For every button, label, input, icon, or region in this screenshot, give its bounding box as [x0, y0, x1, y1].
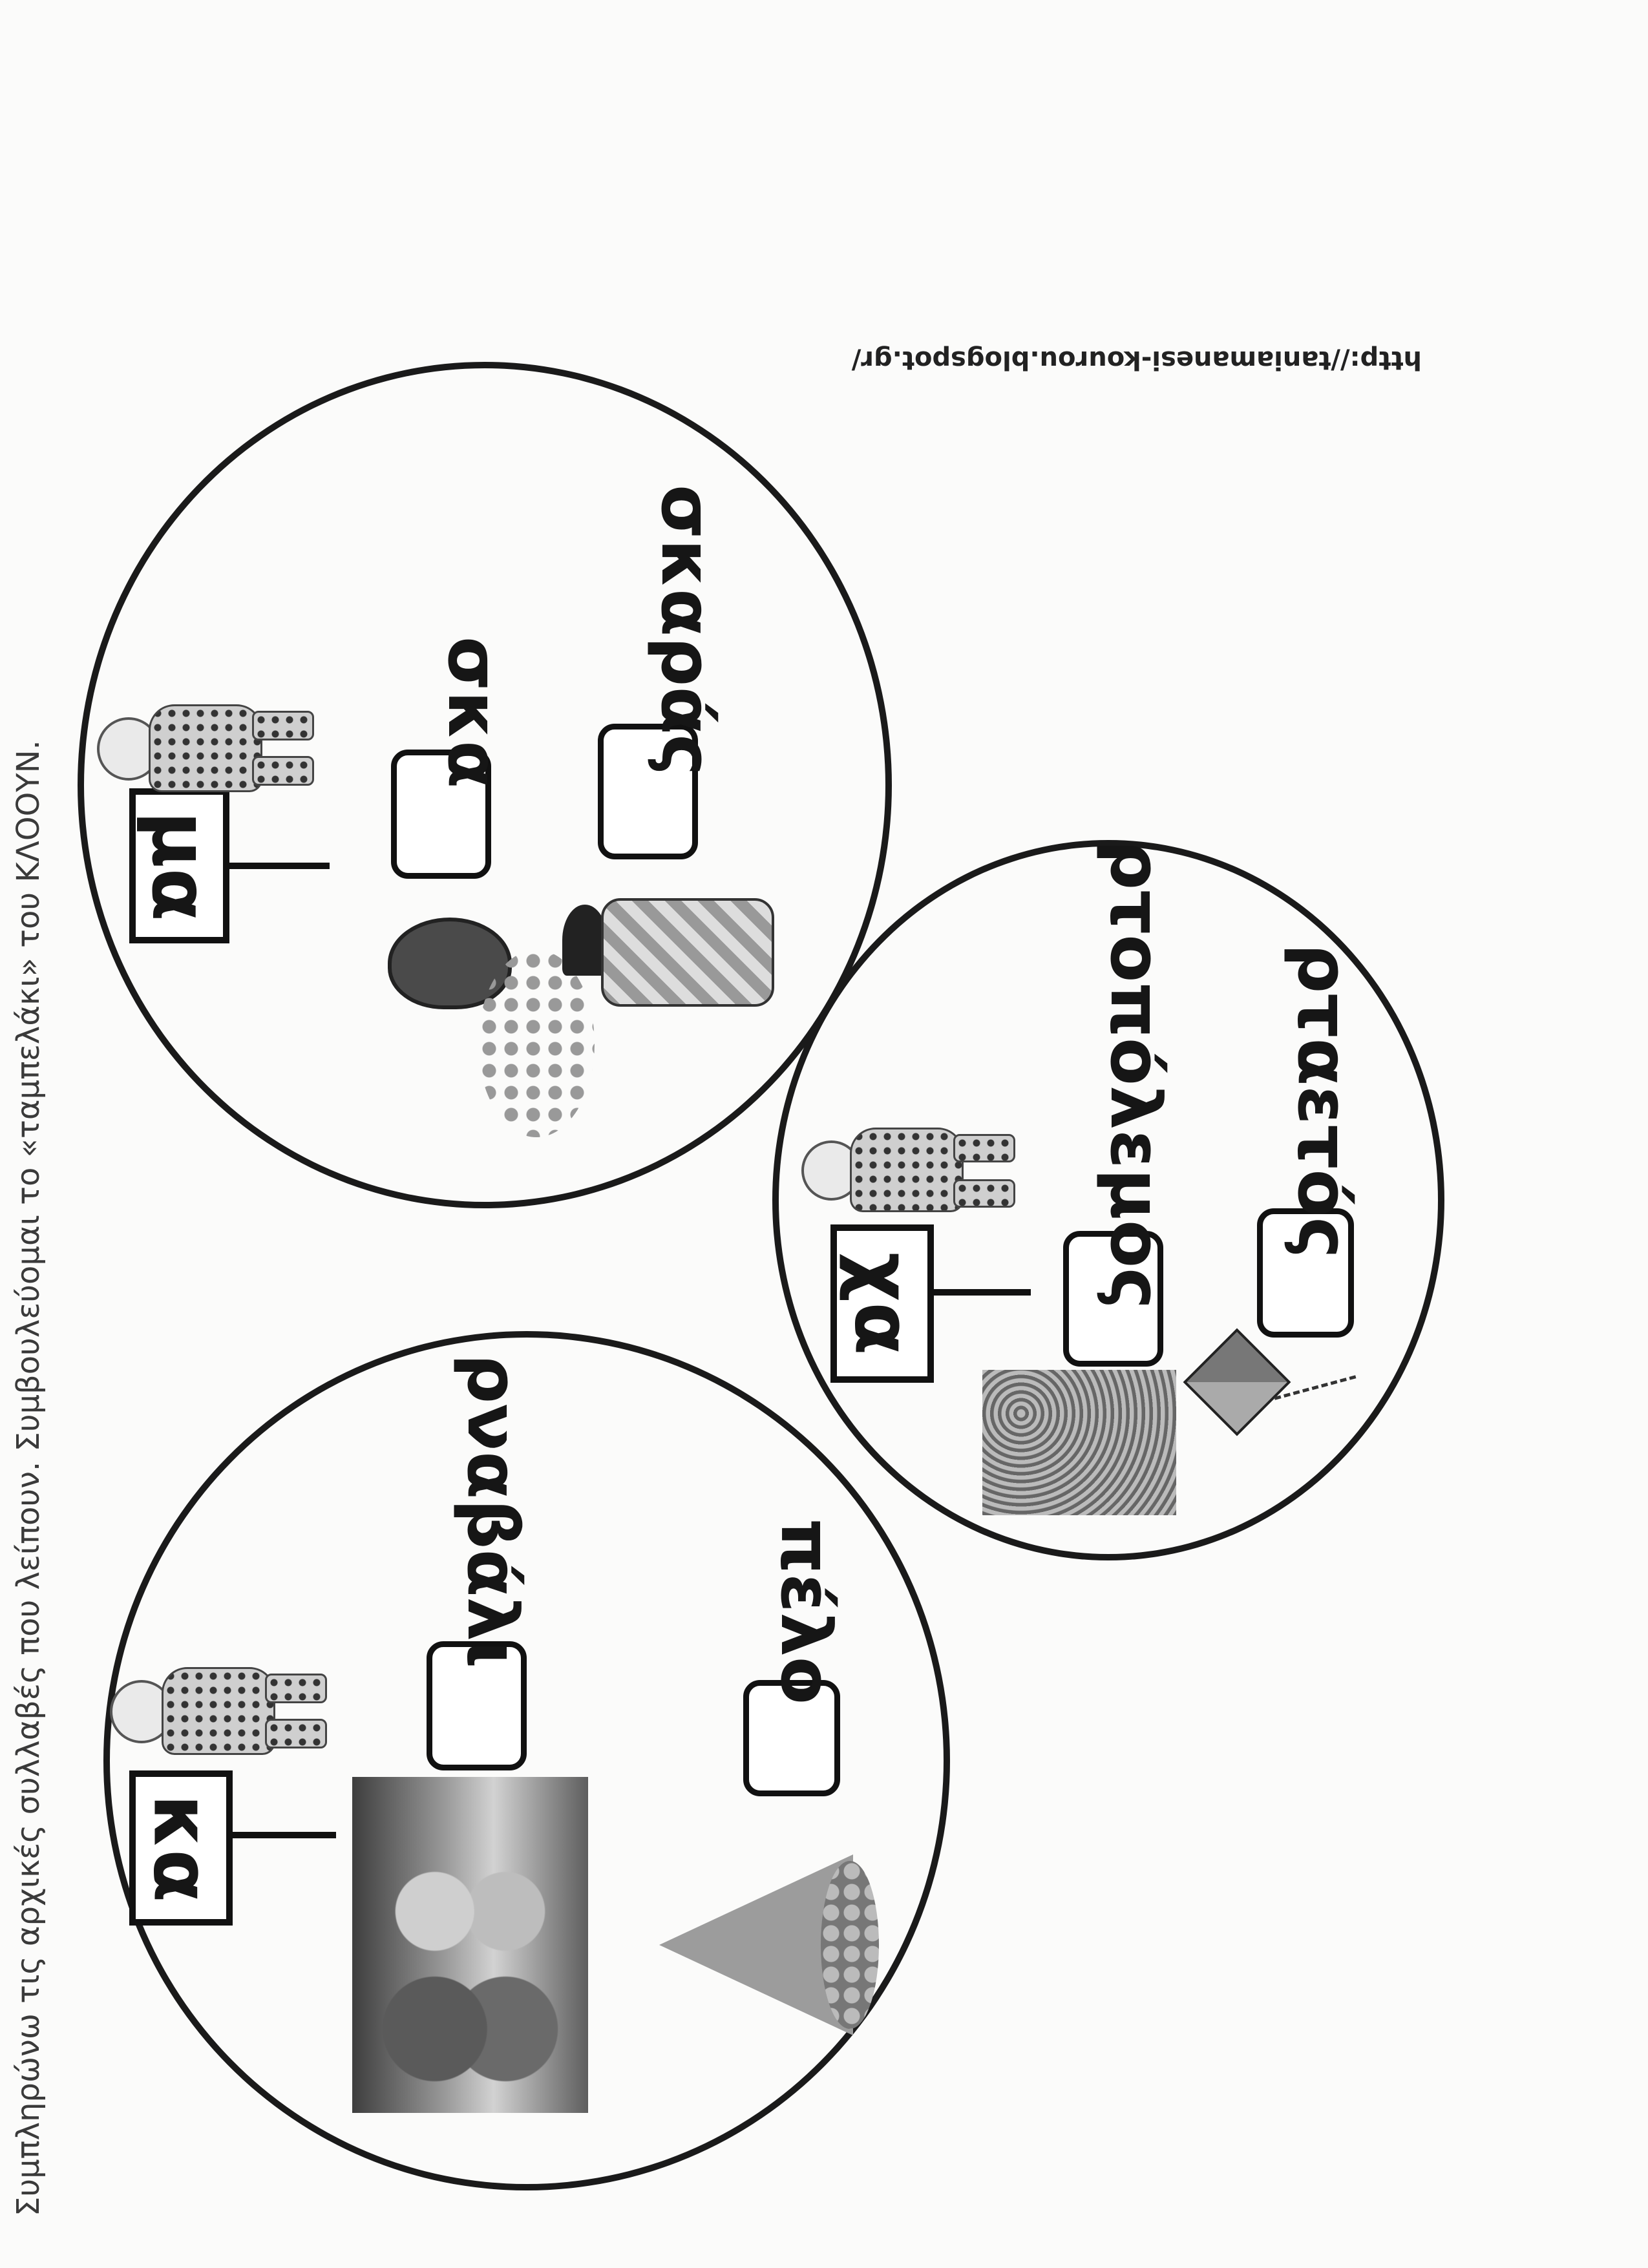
- carnival-float-photo: [352, 1777, 588, 2113]
- word-fragment: ρναβάλι: [452, 1354, 533, 1669]
- word-fragment: πέλο: [765, 1518, 846, 1705]
- syllable-sign-ma: μα: [129, 788, 229, 943]
- instruction-text: Συμπληρώνω τις αρχικές συλλαβές που λείπ…: [10, 740, 47, 2216]
- kite-icon: [1183, 1328, 1364, 1460]
- answer-box[interactable]: [391, 750, 491, 879]
- syllable-sign-ka: κα: [129, 1770, 233, 1926]
- answer-box[interactable]: [1063, 1231, 1163, 1367]
- sign-stick: [233, 1832, 336, 1838]
- word-fragment: ρταετός: [1282, 943, 1363, 1259]
- party-hat-icon: [659, 1842, 879, 2042]
- word-fragment: σκα: [432, 636, 513, 789]
- answer-box[interactable]: [598, 724, 698, 859]
- answer-box[interactable]: [427, 1641, 527, 1770]
- carnival-mask-icon: [349, 892, 595, 1144]
- answer-box[interactable]: [1257, 1208, 1354, 1338]
- syllable-sign-xa: χα: [830, 1224, 934, 1383]
- syllable-label: μα: [134, 810, 224, 921]
- syllable-label: χα: [837, 1252, 927, 1356]
- word-fragment: σκαράς: [646, 485, 726, 776]
- clown-icon: [110, 1654, 327, 1764]
- answer-box[interactable]: [743, 1680, 840, 1796]
- confetti-photo: [982, 1370, 1176, 1515]
- syllable-label: κα: [136, 1794, 226, 1902]
- group-circle-ma: [78, 362, 892, 1208]
- harlequin-icon: [549, 879, 795, 1060]
- group-circle-xa: [772, 840, 1444, 1560]
- source-url: http://taniamanesi-kourou.blogspot.gr/: [851, 345, 1422, 375]
- word-fragment: ρτοπόλεμος: [1095, 840, 1176, 1310]
- clown-icon: [97, 691, 314, 801]
- group-circle-ka: [103, 1331, 950, 2190]
- clown-icon: [801, 1118, 1015, 1221]
- sign-stick: [934, 1289, 1031, 1296]
- sign-stick: [229, 863, 330, 869]
